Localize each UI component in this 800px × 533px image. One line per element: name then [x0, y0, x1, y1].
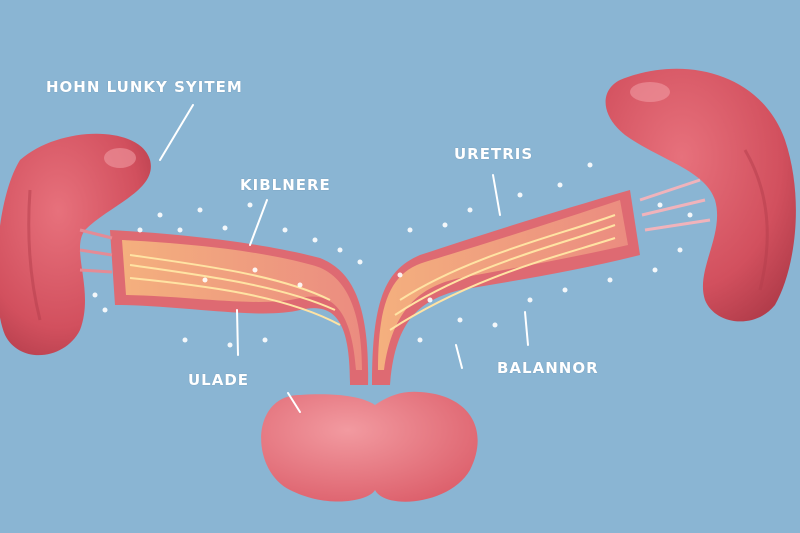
- label-system: HOHN LUNKY SYITEM: [46, 78, 243, 96]
- label-kidney: KIBLNERE: [240, 176, 331, 194]
- right-kidney: [605, 68, 796, 322]
- label-bladder-right: BALANNOR: [497, 359, 599, 377]
- right-ureter: [372, 178, 711, 385]
- left-kidney: [0, 133, 151, 356]
- left-ureter: [79, 228, 369, 385]
- label-ureters: URETRIS: [454, 145, 534, 163]
- label-bladder-left: ULADE: [188, 371, 250, 389]
- bladder: [261, 391, 478, 502]
- pointer-lines: [159, 104, 529, 413]
- sparkles: [92, 162, 693, 348]
